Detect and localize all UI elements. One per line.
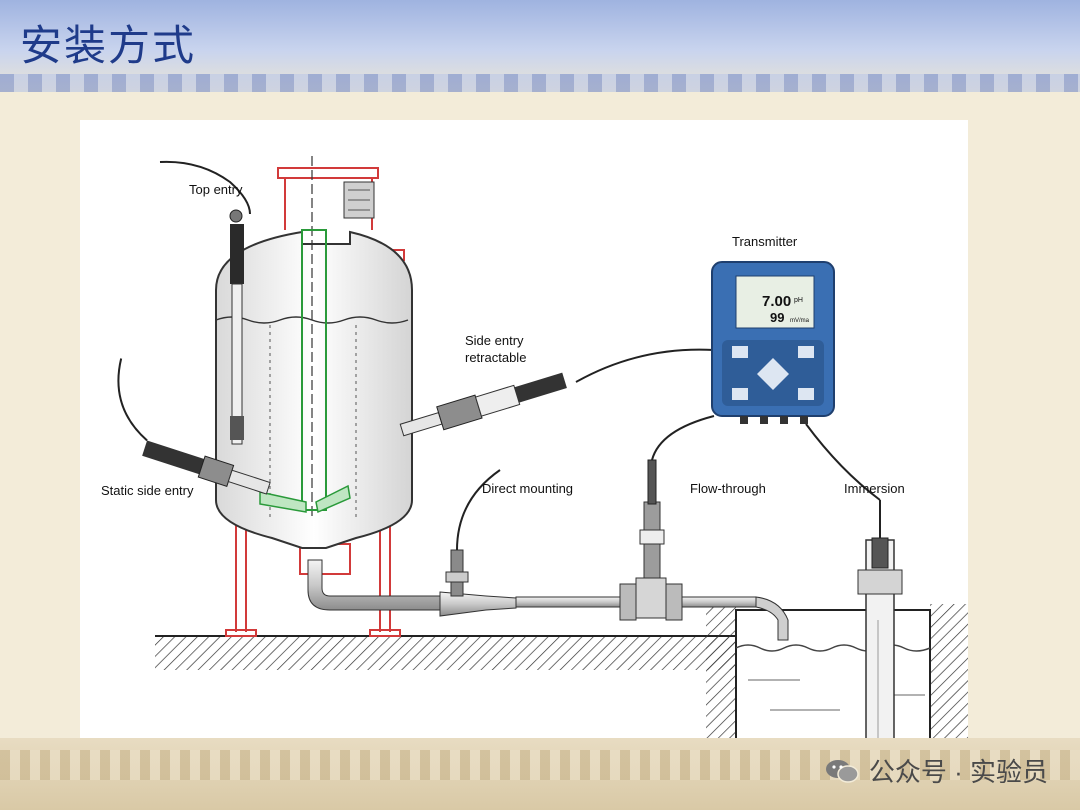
transmitter-unit bbox=[711, 261, 835, 424]
label-transmitter: Transmitter bbox=[732, 234, 798, 249]
label-immersion: Immersion bbox=[844, 481, 905, 496]
direct-mounting-sensor bbox=[445, 469, 501, 597]
installation-diagram: 7.00 pH 99 mV/ma Top entry Static side e… bbox=[101, 156, 968, 751]
watermark: 公众号 · 实验员 bbox=[825, 752, 1048, 789]
label-static-side-entry: Static side entry bbox=[101, 483, 194, 498]
footer-band bbox=[0, 738, 1080, 810]
label-flow-through: Flow-through bbox=[690, 481, 766, 496]
transmitter-cables bbox=[575, 348, 881, 501]
watermark-text: 公众号 · 实验员 bbox=[868, 757, 1048, 787]
flow-through-cell bbox=[619, 459, 683, 621]
display-ph-value: 7.00 bbox=[762, 293, 791, 310]
static-side-entry-sensor bbox=[117, 358, 271, 495]
agitator-motor bbox=[343, 181, 375, 219]
label-top-entry: Top entry bbox=[189, 182, 243, 197]
top-entry-sensor bbox=[159, 160, 251, 445]
header-band bbox=[0, 0, 1080, 92]
outlet-pipe bbox=[307, 559, 789, 641]
tank-vessel bbox=[215, 156, 413, 549]
display-ph-unit: pH bbox=[794, 297, 803, 304]
slide-title: 安装方式 bbox=[20, 21, 197, 70]
display-mv-unit: mV/ma bbox=[790, 318, 810, 324]
label-direct-mounting: Direct mounting bbox=[482, 481, 573, 496]
immersion-sensor bbox=[857, 500, 903, 751]
label-side-entry: Side entry bbox=[465, 333, 524, 348]
display-mv-value: 99 bbox=[770, 310, 784, 325]
side-entry-retractable-sensor bbox=[399, 372, 567, 437]
label-retractable: retractable bbox=[465, 350, 526, 365]
ground bbox=[155, 604, 968, 750]
basin bbox=[735, 609, 931, 751]
wechat-icon bbox=[825, 759, 859, 783]
diagram-panel: 7.00 pH 99 mV/ma Top entry Static side e… bbox=[80, 120, 968, 751]
